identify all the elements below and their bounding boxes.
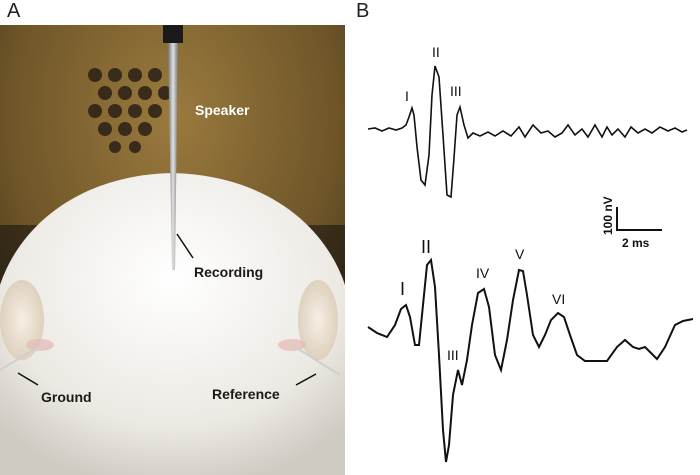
ground-leader [17,372,39,386]
scale-bar-voltage-label: 100 nV [601,196,615,235]
speaker-label: Speaker [195,102,250,118]
recording-needle [168,43,178,270]
panel-label-a: A [7,0,21,22]
mouse-head-photo: Speaker Recording Ground Reference [0,25,345,475]
right-ear [298,280,338,360]
bottom-wave-label-VI: VI [552,291,565,307]
mouse-head [0,173,345,475]
recording-leader [176,233,194,259]
top-wave-label-III: III [450,83,462,99]
reference-label: Reference [212,386,280,402]
speaker-mesh [88,68,172,153]
reference-wire [291,344,341,376]
bottom-wave-label-I: I [400,279,405,299]
abr-traces: I II III 100 nV 2 ms I II III IV V VI [367,44,694,463]
bottom-wave-label-V: V [515,246,525,262]
top-wave-label-I: I [405,88,409,104]
ground-wire [0,342,46,371]
scale-bar [616,207,662,231]
ground-label: Ground [41,389,92,405]
needle-holder [163,25,183,43]
panel-label-b: B [356,0,370,22]
abr-trace-bottom [367,257,694,463]
top-wave-label-II: II [432,44,440,60]
scale-bar-time-label: 2 ms [622,236,650,250]
abr-trace-top [367,65,688,199]
bottom-wave-label-II: II [421,237,431,257]
bottom-wave-label-III: III [447,347,459,363]
bottom-wave-label-IV: IV [476,265,490,281]
reference-leader [295,373,317,386]
recording-label: Recording [194,264,263,280]
